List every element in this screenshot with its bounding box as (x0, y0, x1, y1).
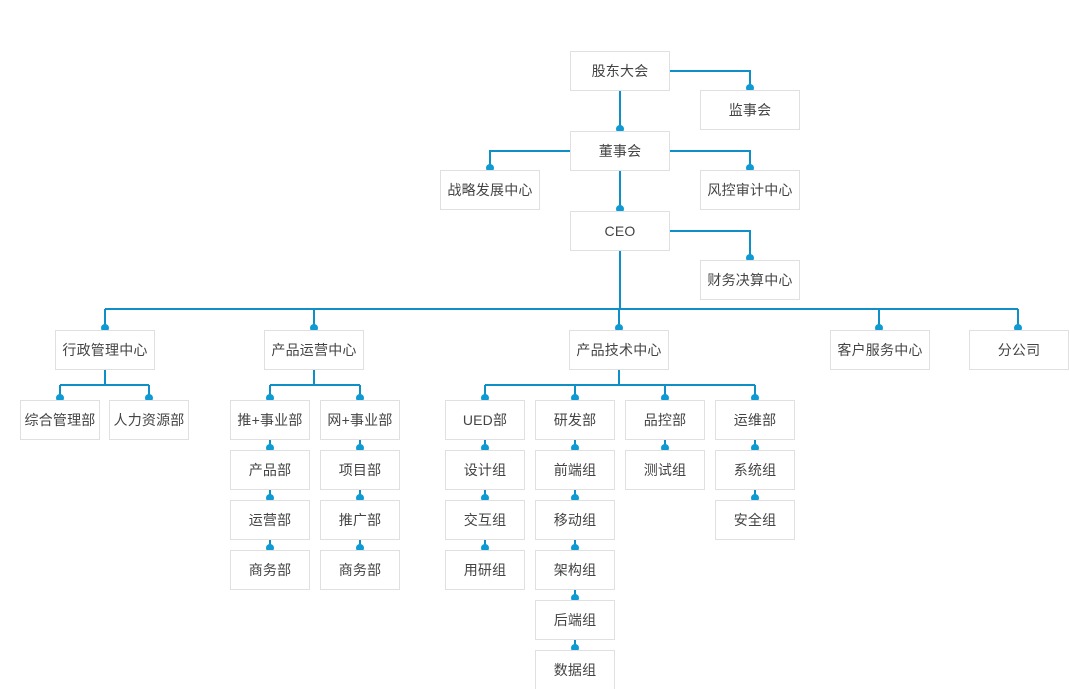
org-node-label: 行政管理中心 (62, 342, 148, 358)
org-node-admin[interactable]: 行政管理中心 (55, 330, 155, 370)
prodtech-bus (484, 384, 756, 400)
org-node-label: 监事会 (728, 102, 772, 118)
org-node-biz-dept-a[interactable]: 商务部 (230, 550, 310, 590)
org-node-label: 商务部 (338, 562, 382, 578)
org-node-label: CEO (604, 223, 636, 239)
org-node-label: 产品运营中心 (271, 342, 357, 358)
org-node-mobile[interactable]: 移动组 (535, 500, 615, 540)
org-node-label: 系统组 (733, 462, 777, 478)
org-node-qa-dept[interactable]: 品控部 (625, 400, 705, 440)
org-node-label: 研发部 (553, 412, 597, 428)
org-node-label: 推+事业部 (237, 412, 303, 428)
org-node-riskaudit[interactable]: 风控审计中心 (700, 170, 800, 210)
org-node-project-dept[interactable]: 项目部 (320, 450, 400, 490)
org-node-label: 测试组 (643, 462, 687, 478)
org-node-label: UED部 (462, 412, 508, 428)
org-node-biz-dept-b[interactable]: 商务部 (320, 550, 400, 590)
admin-bus (59, 370, 150, 400)
ceo-to-finance (670, 230, 751, 260)
org-node-label: 后端组 (553, 612, 597, 628)
org-node-label: 用研组 (463, 562, 507, 578)
org-node-label: 财务决算中心 (707, 272, 793, 288)
org-node-prodops[interactable]: 产品运营中心 (264, 330, 364, 370)
org-node-label: 移动组 (553, 512, 597, 528)
org-node-label: 数据组 (553, 662, 597, 678)
org-node-label: 交互组 (463, 512, 507, 528)
org-node-test[interactable]: 测试组 (625, 450, 705, 490)
org-node-backend[interactable]: 后端组 (535, 600, 615, 640)
org-node-label: 股东大会 (591, 63, 649, 79)
org-node-shareholders[interactable]: 股东大会 (570, 51, 670, 91)
org-node-label: 品控部 (643, 412, 687, 428)
org-node-label: 网+事业部 (327, 412, 393, 428)
org-node-label: 人力资源部 (113, 412, 185, 428)
org-node-label: 商务部 (248, 562, 292, 578)
org-node-supervisory[interactable]: 监事会 (700, 90, 800, 130)
ceo-main-bus (104, 308, 1019, 330)
org-node-label: 架构组 (553, 562, 597, 578)
org-node-hr[interactable]: 人力资源部 (109, 400, 189, 440)
org-node-custsvc[interactable]: 客户服务中心 (830, 330, 930, 370)
org-node-label: 设计组 (463, 462, 507, 478)
org-node-security[interactable]: 安全组 (715, 500, 795, 540)
org-node-ops-tech[interactable]: 运维部 (715, 400, 795, 440)
org-node-wangbu[interactable]: 网+事业部 (320, 400, 400, 440)
org-node-label: 推广部 (338, 512, 382, 528)
org-node-design[interactable]: 设计组 (445, 450, 525, 490)
org-node-label: 运营部 (248, 512, 292, 528)
org-node-label: 董事会 (598, 143, 642, 159)
org-node-architecture[interactable]: 架构组 (535, 550, 615, 590)
org-node-data[interactable]: 数据组 (535, 650, 615, 689)
org-node-finance[interactable]: 财务决算中心 (700, 260, 800, 300)
org-node-prodtech[interactable]: 产品技术中心 (569, 330, 669, 370)
org-node-promo-dept[interactable]: 推广部 (320, 500, 400, 540)
org-node-interaction[interactable]: 交互组 (445, 500, 525, 540)
connector-verticals (104, 91, 756, 650)
org-node-label: 产品部 (248, 462, 292, 478)
org-node-label: 客户服务中心 (837, 342, 923, 358)
org-node-label: 综合管理部 (24, 412, 96, 428)
org-node-product-dept[interactable]: 产品部 (230, 450, 310, 490)
org-node-board[interactable]: 董事会 (570, 131, 670, 171)
org-node-ued[interactable]: UED部 (445, 400, 525, 440)
org-node-label: 前端组 (553, 462, 597, 478)
org-node-label: 产品技术中心 (576, 342, 662, 358)
org-node-userresearch[interactable]: 用研组 (445, 550, 525, 590)
org-node-frontend[interactable]: 前端组 (535, 450, 615, 490)
org-node-label: 安全组 (733, 512, 777, 528)
org-node-label: 项目部 (338, 462, 382, 478)
org-node-tuibu[interactable]: 推+事业部 (230, 400, 310, 440)
org-node-system[interactable]: 系统组 (715, 450, 795, 490)
org-node-strategy[interactable]: 战略发展中心 (440, 170, 540, 210)
org-node-label: 战略发展中心 (447, 182, 533, 198)
org-node-rnd[interactable]: 研发部 (535, 400, 615, 440)
org-node-ceo[interactable]: CEO (570, 211, 670, 251)
org-node-branch[interactable]: 分公司 (969, 330, 1069, 370)
org-node-label: 分公司 (997, 342, 1041, 358)
org-node-general[interactable]: 综合管理部 (20, 400, 100, 440)
org-node-label: 运维部 (733, 412, 777, 428)
prodops-bus (269, 384, 361, 400)
org-node-label: 风控审计中心 (707, 182, 793, 198)
org-node-ops-dept[interactable]: 运营部 (230, 500, 310, 540)
